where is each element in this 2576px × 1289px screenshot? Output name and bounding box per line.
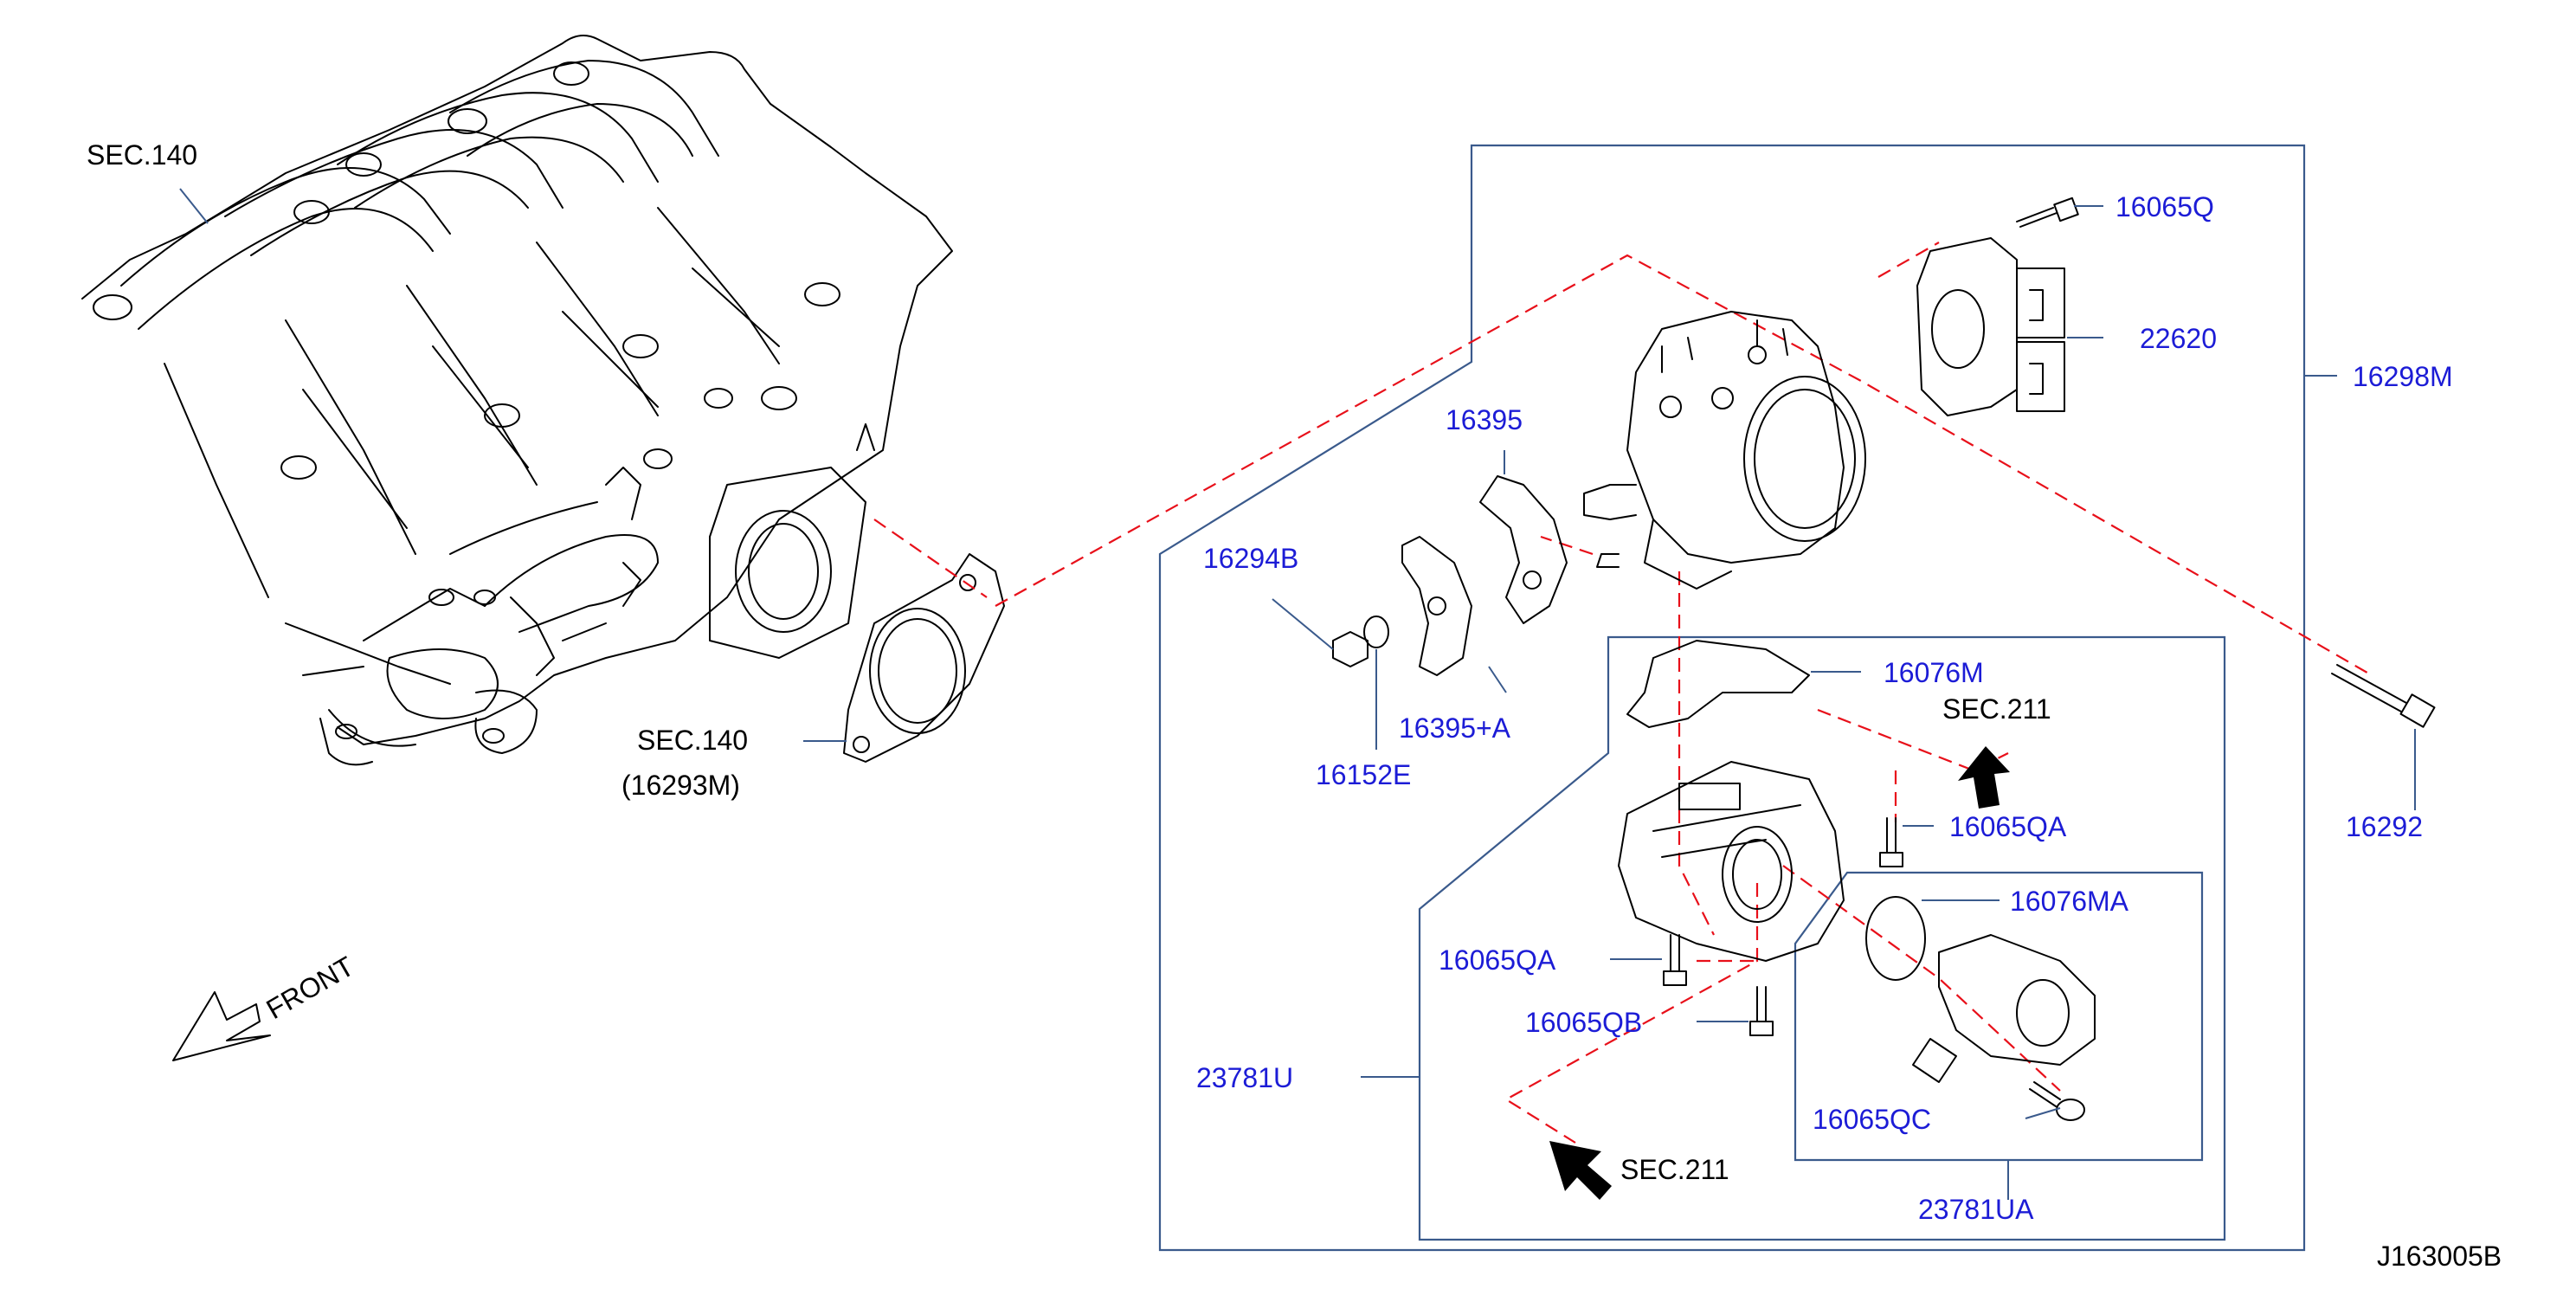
label-23781UA: 23781UA	[1918, 1194, 2034, 1225]
label-16298M: 16298M	[2353, 361, 2453, 392]
label-gasket-part-16293M: (16293M)	[621, 770, 740, 801]
iacv-valve-drawing	[1865, 896, 2096, 1083]
label-23781U: 23781U	[1196, 1062, 1293, 1093]
assembly-box-16298M	[1158, 144, 2306, 1252]
label-16395: 16395	[1446, 404, 1523, 435]
iacv-body-drawing	[1618, 761, 1845, 962]
sec211-arrows	[1549, 746, 2010, 1200]
throttle-body-drawing	[1583, 311, 1866, 590]
label-16065QC: 16065QC	[1813, 1104, 1931, 1135]
label-16076MA: 16076MA	[2010, 886, 2129, 917]
label-16294B: 16294B	[1203, 543, 1298, 574]
lever-16395A-drawing	[1401, 536, 1472, 676]
small-screws-drawing	[1663, 817, 2085, 1121]
diagram-id: J163005B	[2377, 1241, 2502, 1272]
label-16076M: 16076M	[1884, 657, 1984, 688]
dashed-guide-lines	[873, 242, 2373, 1144]
gasket-drawing	[843, 553, 1005, 763]
assembly-box-23781UA	[1794, 871, 2204, 1162]
bolt-16292-drawing	[2331, 664, 2436, 728]
lever-16395-drawing	[1479, 475, 1568, 624]
front-arrow-icon	[172, 991, 271, 1061]
label-sec211-upper: SEC.211	[1942, 693, 2051, 725]
screw-16065Q-drawing	[2016, 197, 2079, 228]
label-16065QB: 16065QB	[1525, 1007, 1642, 1038]
label-front: FRONT	[261, 951, 359, 1025]
label-22620: 22620	[2140, 323, 2217, 354]
intake-manifold-drawing	[81, 35, 953, 766]
label-16065QA-right: 16065QA	[1949, 811, 2067, 842]
gasket-16076M-drawing	[1626, 640, 1810, 728]
throttle-position-sensor-drawing	[1916, 237, 2065, 416]
label-sec211-lower: SEC.211	[1620, 1154, 1729, 1185]
label-16395A: 16395+A	[1399, 712, 1511, 744]
label-16152E: 16152E	[1316, 759, 1411, 790]
assembly-box-23781U	[1418, 635, 2226, 1241]
label-sec140-gasket: SEC.140	[637, 725, 748, 756]
nut-washer-drawing	[1332, 615, 1389, 667]
label-16292: 16292	[2346, 811, 2423, 842]
label-16065Q: 16065Q	[2116, 191, 2214, 222]
leader-lines	[179, 188, 2416, 1200]
label-16065QA-left: 16065QA	[1439, 944, 1556, 976]
label-sec140-manifold: SEC.140	[87, 139, 197, 171]
